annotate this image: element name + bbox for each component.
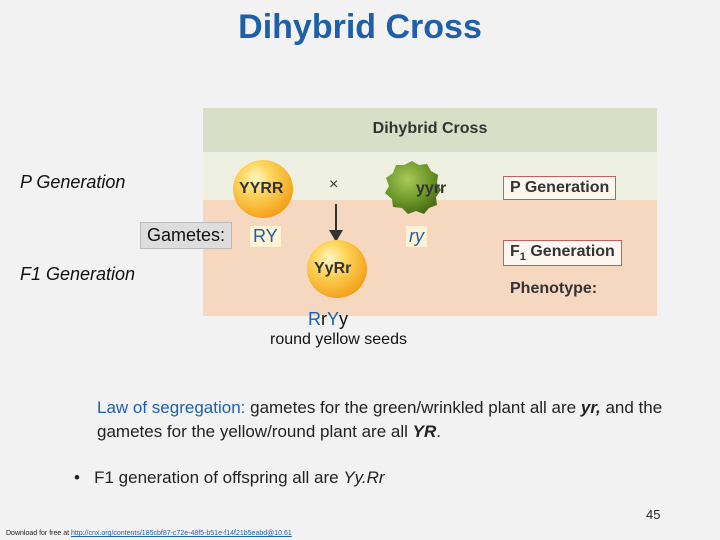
f1-yellow-round-pea-icon	[307, 240, 367, 298]
f1-generation-text: F1 Generation	[20, 264, 136, 284]
offspring-genotype: YyRr	[314, 260, 352, 277]
figure-header-band	[203, 108, 657, 152]
f1-genotype-text: RrYy	[308, 309, 349, 329]
gamete-RY: RY	[250, 226, 281, 247]
page-number: 45	[646, 507, 661, 522]
slide-title: Dihybrid Cross	[238, 8, 482, 46]
p-generation-text: P Generation	[20, 172, 126, 192]
parent1-genotype: YYRR	[239, 180, 284, 197]
gametes-label: Gametes:	[140, 222, 233, 249]
cross-symbol: ×	[329, 176, 339, 193]
law-of-segregation-paragraph: Law of segregation: gametes for the gree…	[97, 398, 663, 441]
yellow-round-pea-icon	[233, 160, 293, 218]
p-generation-label: P Generation	[503, 176, 617, 200]
figure-heading: Dihybrid Cross	[372, 120, 488, 137]
footer-link[interactable]: http://cnx.org/contents/185cbf87-c72e-48…	[70, 530, 292, 537]
green-wrinkled-pea-icon	[385, 161, 441, 214]
footer-download: Download for free at http://cnx.org/cont…	[6, 530, 292, 537]
gamete-ry: ry	[406, 226, 427, 247]
bullet-f1-offspring: • F1 generation of offspring all are Yy.…	[74, 468, 385, 487]
phenotype-label: Phenotype:	[510, 280, 598, 297]
down-arrow-icon	[329, 204, 343, 242]
phenotype-text: round yellow seeds	[270, 331, 407, 348]
f1-generation-label: F1 Generation	[503, 240, 622, 267]
parent2-genotype: yyrr	[416, 180, 447, 197]
dihybrid-cross-figure: Dihybrid Cross YYRR × yyrr YyRr P Genera…	[203, 108, 657, 316]
